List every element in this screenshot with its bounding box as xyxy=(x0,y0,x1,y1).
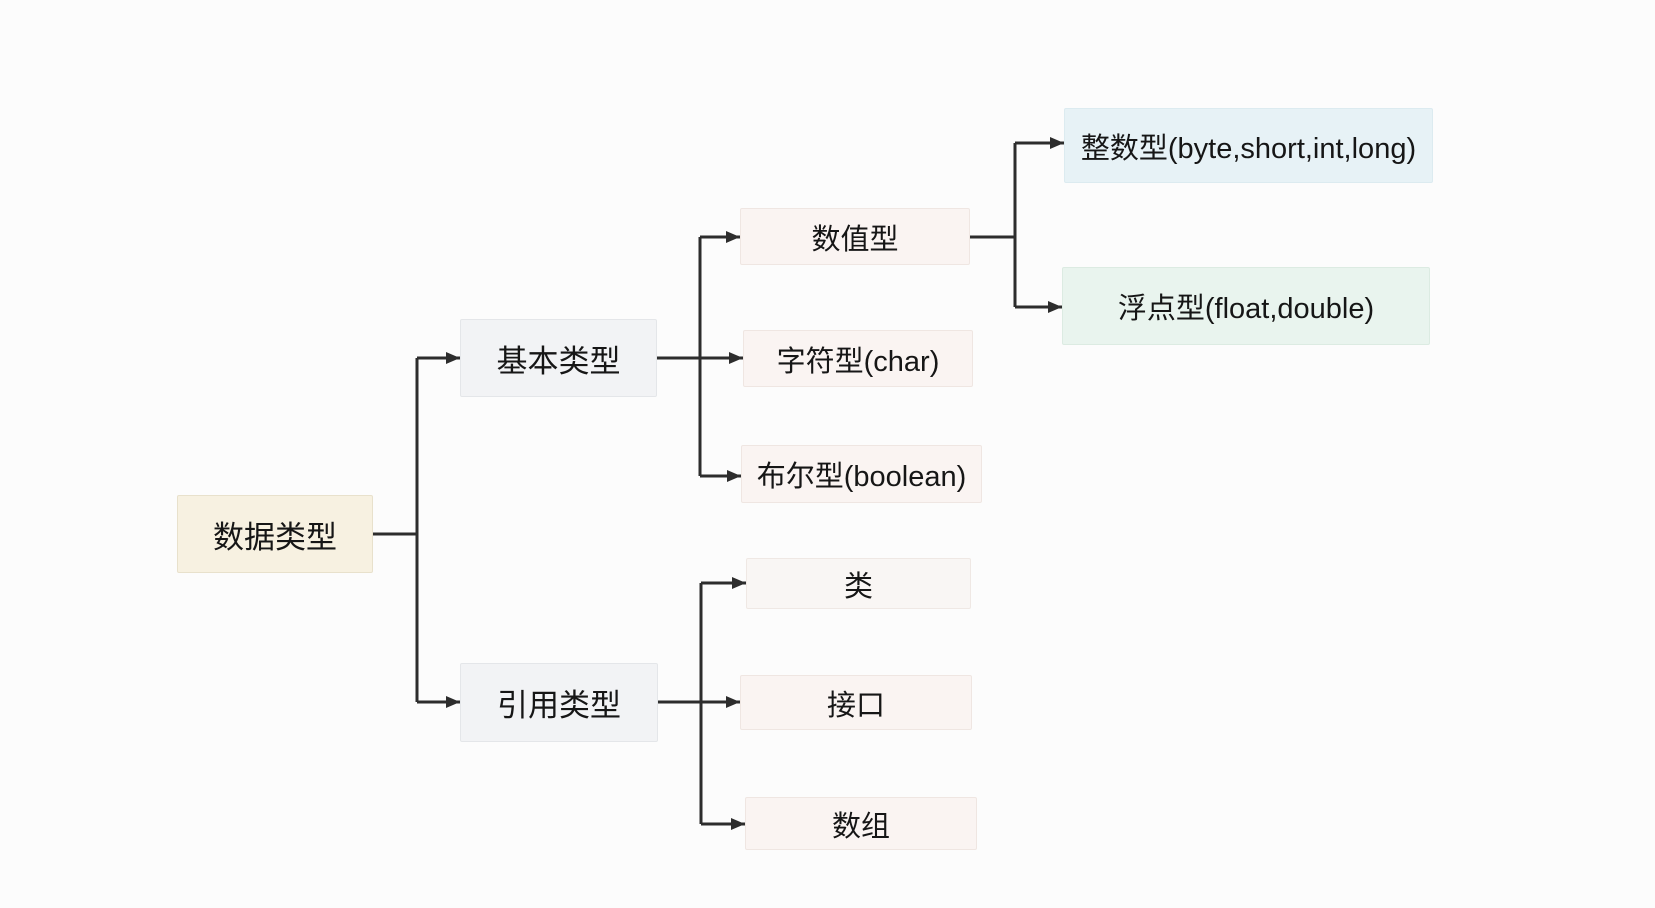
node-boolean-type: 布尔型(boolean) xyxy=(741,445,982,503)
node-data-type: 数据类型 xyxy=(177,495,373,573)
node-reference-type: 引用类型 xyxy=(460,663,658,742)
node-array: 数组 xyxy=(745,797,977,850)
node-float-type: 浮点型(float,double) xyxy=(1062,267,1430,345)
node-interface: 接口 xyxy=(740,675,972,730)
node-integer-type: 整数型(byte,short,int,long) xyxy=(1064,108,1433,183)
node-primitive-type: 基本类型 xyxy=(460,319,657,397)
node-numeric-type: 数值型 xyxy=(740,208,970,265)
node-class: 类 xyxy=(746,558,971,609)
node-char-type: 字符型(char) xyxy=(743,330,973,387)
